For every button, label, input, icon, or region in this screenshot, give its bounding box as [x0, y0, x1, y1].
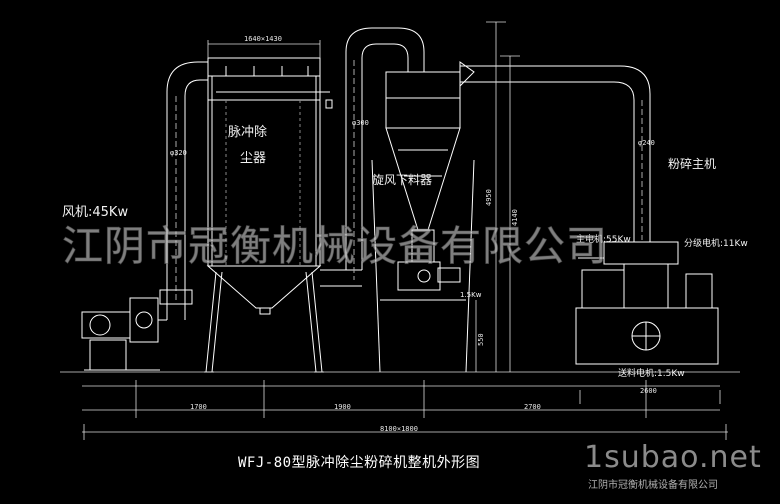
dimension-lines: [60, 21, 740, 440]
dust-collector-label-line1: 脉冲除: [228, 125, 268, 140]
classifier-motor-label: 分级电机:11Kw: [684, 239, 748, 249]
span-2-dimension: 1900: [334, 403, 351, 411]
mid-pipe-diameter: φ300: [352, 119, 369, 127]
cyclone-label: 旋风下料器: [372, 173, 433, 187]
total-length-dimension: 8100×1800: [380, 425, 418, 433]
mid-duct: [320, 27, 425, 287]
feed-motor-label: 送料电机:1.5Kw: [618, 369, 685, 379]
left-duct: [159, 61, 208, 320]
drawing-title: WFJ-80型脉冲除尘粉碎机整机外形图: [238, 455, 481, 471]
collector-top-dimension: 1640×1430: [244, 35, 282, 43]
site-watermark: 1subao.net: [584, 440, 762, 475]
mill-label: 粉碎主机: [668, 157, 717, 171]
right-pipe-diameter: φ240: [638, 139, 655, 147]
mill-unit: [575, 241, 719, 365]
mill-width-dimension: 2600: [640, 387, 657, 395]
span-3-dimension: 2700: [524, 403, 541, 411]
main-motor-label: 主电机:55Kw: [576, 235, 631, 245]
dust-collector-label-line2: 尘器: [240, 151, 267, 166]
left-pipe-diameter: φ320: [170, 149, 187, 157]
company-footer: 江阴市冠衡机械设备有限公司: [588, 480, 718, 491]
base-height-dimension: 550: [477, 333, 485, 346]
top-right-duct: [459, 61, 651, 242]
fan-label: 风机:45Kw: [62, 205, 129, 220]
total-height-dimension: 4950: [485, 189, 493, 206]
fan-unit: [81, 297, 167, 371]
span-1-dimension: 1700: [190, 403, 207, 411]
cyclone: [371, 71, 475, 373]
dust-collector: [204, 57, 333, 373]
cyclone-motor-label: 1.5Kw: [460, 291, 482, 299]
company-watermark: 江阴市冠衡机械设备有限公司: [62, 222, 608, 270]
